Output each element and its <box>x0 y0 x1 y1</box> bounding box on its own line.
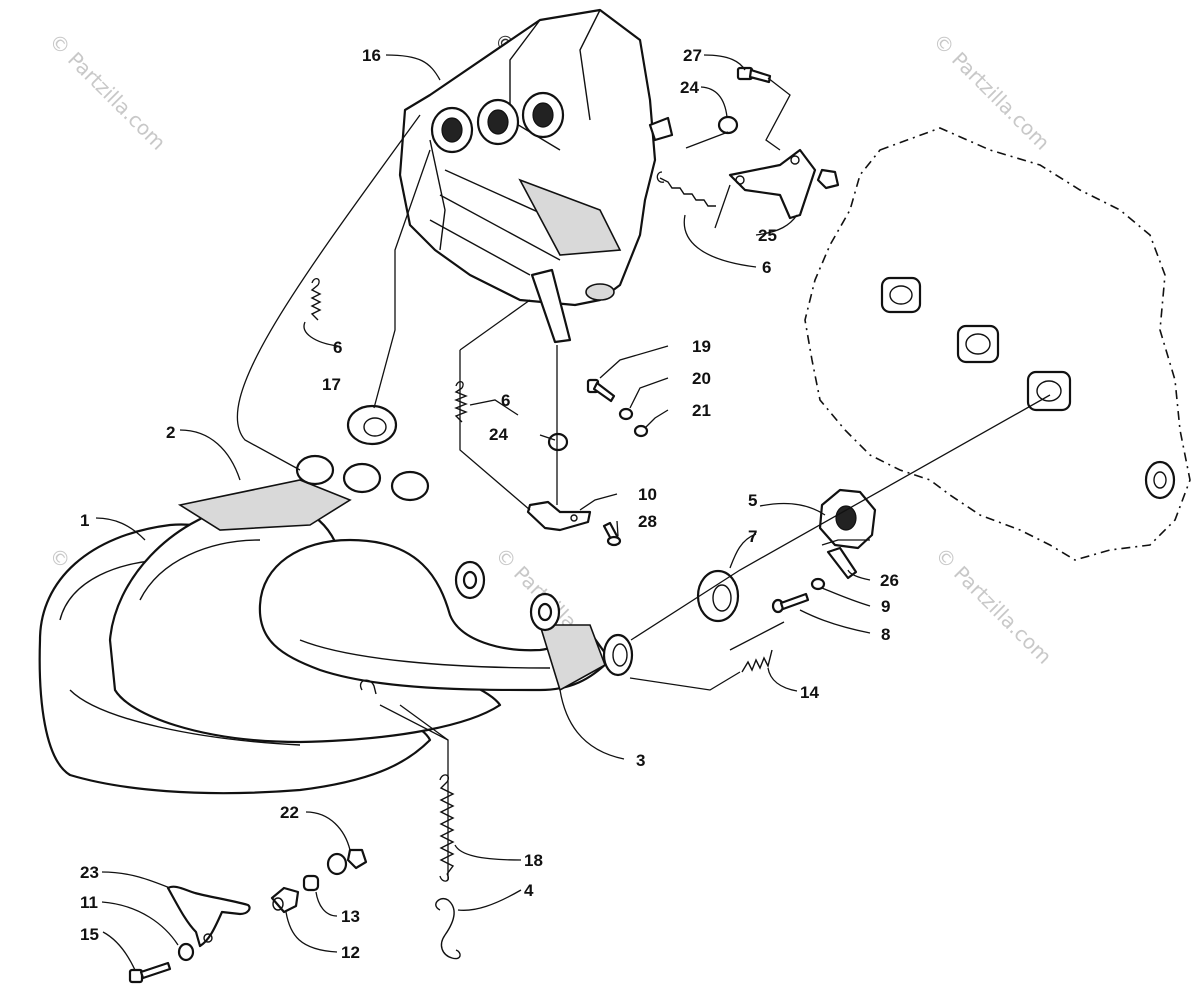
callouts: 16 27 24 25 6 6 17 2 19 20 21 6 24 10 28… <box>80 46 899 962</box>
spring-part-6-left <box>310 278 322 321</box>
callout-5: 5 <box>748 491 757 510</box>
silencer-part-16 <box>398 8 674 344</box>
callout-3: 3 <box>636 751 645 770</box>
callout-20: 20 <box>692 369 711 388</box>
callout-6-upper-right: 6 <box>762 258 771 277</box>
spring-part-18 <box>439 774 455 882</box>
callout-2: 2 <box>166 423 175 442</box>
callout-24-lower: 24 <box>489 425 508 444</box>
callout-25: 25 <box>758 226 777 245</box>
watermark-top-left: © Partzilla.com <box>44 29 170 155</box>
header-outlet-flanges <box>295 454 561 632</box>
callout-13: 13 <box>341 907 360 926</box>
engine-exhaust-port-1 <box>880 276 922 314</box>
callout-26: 26 <box>880 571 899 590</box>
spring-part-14 <box>741 649 773 673</box>
callout-6-left: 6 <box>333 338 342 357</box>
washer-part-20 <box>618 407 634 421</box>
callout-11: 11 <box>80 893 98 912</box>
callout-16: 16 <box>362 46 381 65</box>
bolt-part-28 <box>602 521 622 547</box>
callout-17: 17 <box>322 375 341 394</box>
silencer-outlet-3 <box>521 91 565 139</box>
callout-18: 18 <box>524 851 543 870</box>
callout-12: 12 <box>341 943 360 962</box>
bolt-part-19 <box>586 378 616 403</box>
callout-6-center: 6 <box>501 391 510 410</box>
callout-27: 27 <box>683 46 702 65</box>
callout-4: 4 <box>524 881 534 900</box>
mount-part-23 <box>166 885 251 948</box>
bolt-part-27 <box>736 66 772 84</box>
engine-exhaust-port-2 <box>956 324 1000 364</box>
washer-part-11 <box>177 942 195 962</box>
callout-21: 21 <box>692 401 711 420</box>
leader-lines <box>95 54 1051 971</box>
watermark-mid-right: © Partzilla.com <box>930 543 1056 669</box>
bushing-part-12 <box>270 886 300 914</box>
spring-part-6-center <box>454 381 468 423</box>
washer-part-22-plate <box>326 852 348 876</box>
seal-part-17 <box>346 404 398 446</box>
bracket-part-10 <box>526 500 592 532</box>
callout-8: 8 <box>881 625 890 644</box>
nut-part-22 <box>346 848 368 870</box>
callout-14: 14 <box>800 683 819 702</box>
callout-23: 23 <box>80 863 99 882</box>
engine-exhaust-port-3 <box>1026 370 1072 412</box>
callout-9: 9 <box>881 597 890 616</box>
seal-part-7 <box>696 569 740 623</box>
spring-hook-on-pipe <box>359 679 377 695</box>
callout-24-upper: 24 <box>680 78 699 97</box>
spacer-part-13 <box>302 874 320 892</box>
bolt-part-15 <box>128 961 172 984</box>
callout-28: 28 <box>638 512 657 531</box>
callout-19: 19 <box>692 337 711 356</box>
washer-part-9 <box>810 577 826 591</box>
nut-part-21 <box>633 424 649 438</box>
hook-part-4 <box>435 898 461 960</box>
grommet-part-24-lower <box>547 432 569 452</box>
callout-22: 22 <box>280 803 299 822</box>
bracket-part-25 <box>728 148 817 220</box>
callout-7: 7 <box>748 527 757 546</box>
header-flange-main <box>602 633 634 677</box>
silencer-outlet-1 <box>430 106 474 154</box>
flange-part-5 <box>818 488 877 550</box>
header-pipe-part-3 <box>258 538 634 692</box>
bracket-part-26 <box>826 546 858 580</box>
callout-15: 15 <box>80 925 99 944</box>
engine-shaft <box>1144 460 1176 500</box>
engine-outline <box>804 127 1191 561</box>
callout-1: 1 <box>80 511 89 530</box>
grommet-part-24-upper <box>717 115 739 135</box>
nut-part-upper-right <box>816 168 840 190</box>
silencer-outlet-2 <box>476 98 520 146</box>
callout-10: 10 <box>638 485 657 504</box>
spring-part-6-upper-right <box>656 171 716 207</box>
bolt-part-8 <box>771 592 810 614</box>
